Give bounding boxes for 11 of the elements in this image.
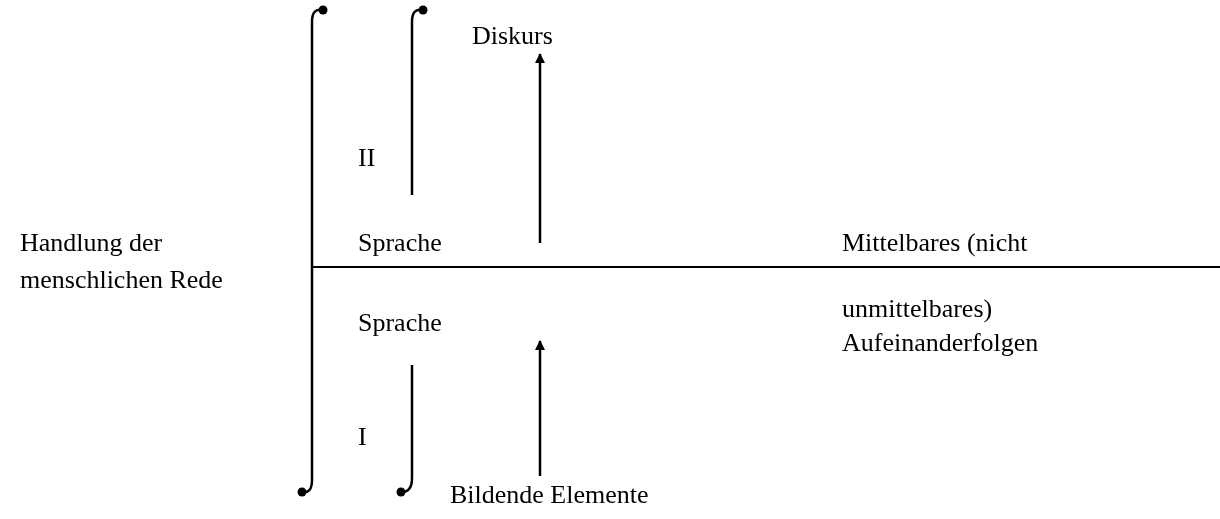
term-text: Handlung der menschlichen Rede [20, 224, 240, 298]
term-text: Sprache [358, 304, 548, 341]
term-text: Bildende Elemente [450, 476, 649, 513]
roman-numeral: II [358, 142, 376, 174]
note-text: Mittelbares (nicht [842, 227, 1028, 259]
term-text: Diskurs [472, 17, 553, 54]
note-text: unmittelbares) Aufeinanderfolgen [842, 293, 1040, 359]
roman-numeral: I [358, 421, 367, 453]
arrow [535, 340, 545, 476]
arrow [535, 53, 545, 243]
term-text: Sprache [358, 224, 442, 261]
